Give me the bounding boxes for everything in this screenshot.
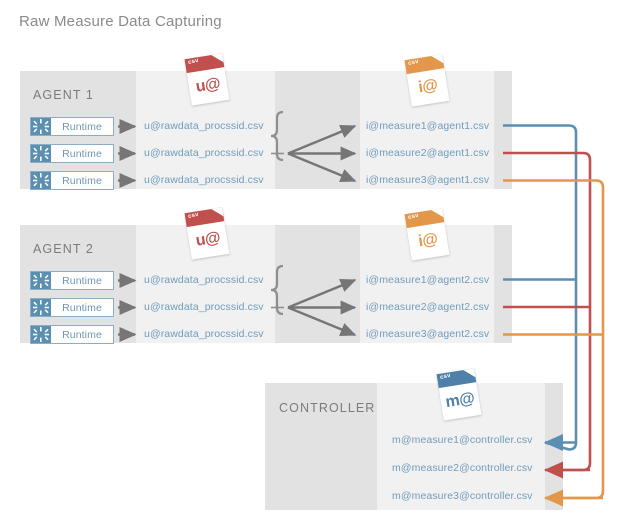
runtime-label: Runtime [62,120,102,133]
agent1-label: AGENT 1 [33,88,94,102]
agent2-raw-file-1: u@rawdata_procssid.csv [144,274,264,286]
agent2-out-csv-icon: csv i@ [404,208,450,261]
controller-band-right [545,383,563,510]
agent1-out-file-3: i@measure3@agent1.csv [366,174,490,186]
agent2-raw-file-2: u@rawdata_procssid.csv [144,301,264,313]
agent2-raw-file-3: u@rawdata_procssid.csv [144,328,264,340]
doc-fold-icon [211,53,224,64]
agent1-out-file-1: i@measure1@agent1.csv [366,120,490,132]
page-title: Raw Measure Data Capturing [19,13,222,30]
runtime-label: Runtime [62,301,102,314]
agent1-band-fan [275,71,360,189]
controller-label: CONTROLLER [279,401,376,415]
agent2-band-right [494,225,512,343]
sparkle-icon [31,326,51,343]
agent2-raw-csv-icon: csv u@ [184,207,230,260]
runtime-label: Runtime [62,174,102,187]
agent1-raw-csv-icon: csv u@ [184,53,230,106]
agent2-label: AGENT 2 [33,242,94,256]
agent2-out-file-3: i@measure3@agent2.csv [366,328,490,340]
controller-band-left [265,383,377,510]
controller-file-2: m@measure2@controller.csv [392,462,533,474]
runtime-label: Runtime [62,274,102,287]
sparkle-icon [31,145,51,162]
controller-file-1: m@measure1@controller.csv [392,434,533,446]
agent2-runtime-3[interactable]: Runtime [30,325,114,344]
agent2-out-file-1: i@measure1@agent2.csv [366,274,490,286]
sparkle-icon [31,299,51,316]
agent1-runtime-1[interactable]: Runtime [30,117,114,136]
sparkle-icon [31,272,51,289]
agent2-runtime-2[interactable]: Runtime [30,298,114,317]
runtime-label: Runtime [62,328,102,341]
controller-csv-icon: csv m@ [436,368,482,421]
agent1-out-csv-icon: csv i@ [404,54,450,107]
agent2-runtime-1[interactable]: Runtime [30,271,114,290]
agent1-runtime-2[interactable]: Runtime [30,144,114,163]
agent2-out-file-2: i@measure2@agent2.csv [366,301,490,313]
agent1-raw-file-3: u@rawdata_procssid.csv [144,174,264,186]
agent1-runtime-3[interactable]: Runtime [30,171,114,190]
controller-file-3: m@measure3@controller.csv [392,490,533,502]
agent2-band-fan [275,225,360,343]
doc-fold-icon [431,208,444,219]
agent1-out-file-2: i@measure2@agent1.csv [366,147,490,159]
runtime-label: Runtime [62,147,102,160]
agent1-raw-file-1: u@rawdata_procssid.csv [144,120,264,132]
doc-fold-icon [431,54,444,65]
agent1-band-right [494,71,512,189]
agent1-raw-file-2: u@rawdata_procssid.csv [144,147,264,159]
sparkle-icon [31,118,51,135]
doc-fold-icon [211,207,224,218]
agent2-panel [20,225,512,343]
sparkle-icon [31,172,51,189]
doc-fold-icon [463,368,476,379]
